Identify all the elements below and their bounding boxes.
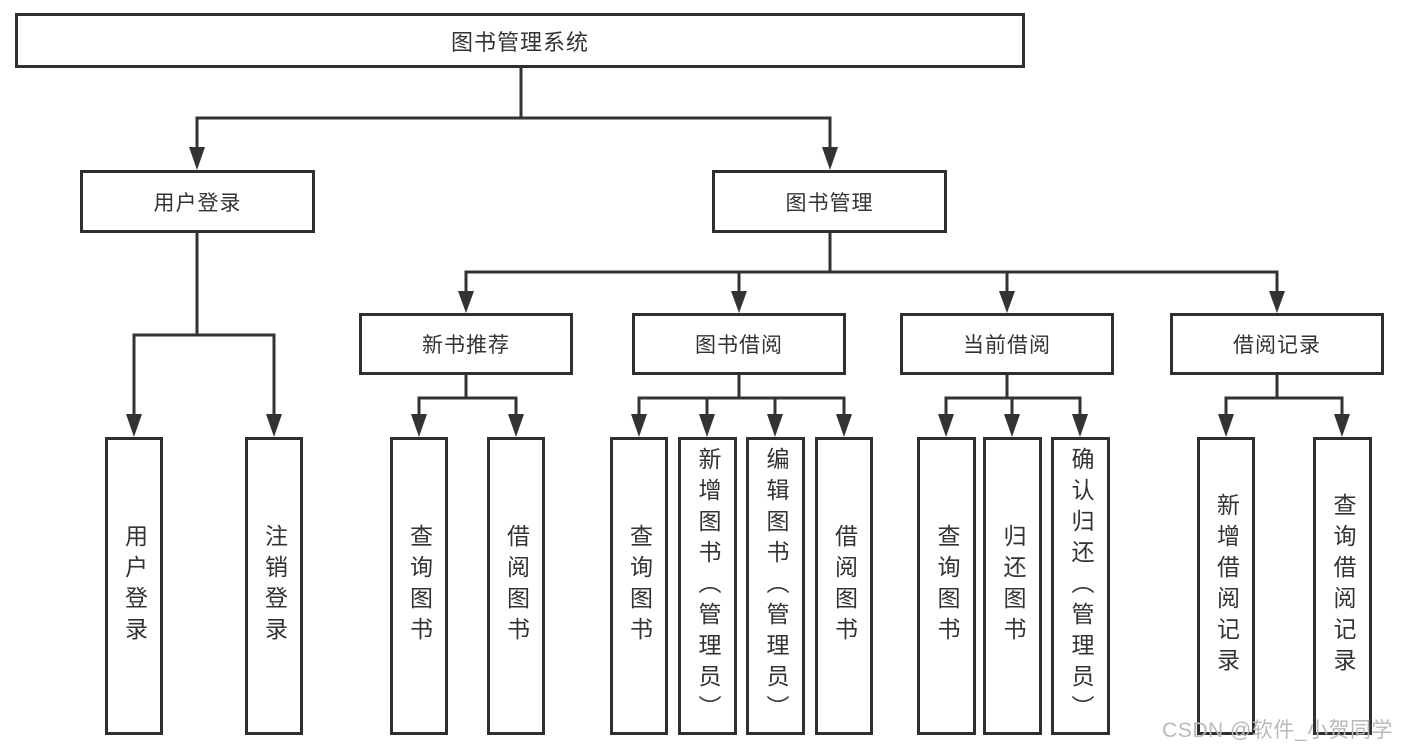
- node-label: 新增借阅记录: [1213, 493, 1240, 679]
- node-label: 归还图书: [1000, 524, 1026, 648]
- leaf-user-login: 用户登录: [105, 437, 163, 735]
- node-label: 用户登录: [153, 191, 242, 215]
- node-label: 图书管理: [785, 191, 874, 215]
- leaf-query-books-borrow: 查询图书: [610, 437, 668, 735]
- leaf-borrow-books-2: 借阅图书: [815, 437, 873, 735]
- leaf-add-borrow-record: 新增借阅记录: [1197, 437, 1255, 735]
- node-label: 当前借阅: [963, 334, 1051, 357]
- leaf-query-books-recommend: 查询图书: [390, 437, 448, 735]
- leaf-return-book: 归还图书: [983, 437, 1042, 735]
- node-library-management-system: 图书管理系统: [15, 13, 1025, 68]
- node-label: 查询图书: [626, 524, 653, 648]
- leaf-borrow-books-recommend: 借阅图书: [487, 437, 545, 735]
- node-borrow-records: 借阅记录: [1170, 313, 1384, 375]
- node-label: 新书推荐: [422, 334, 510, 357]
- node-current-borrow: 当前借阅: [900, 313, 1114, 375]
- node-label: 借阅图书: [503, 524, 530, 648]
- leaf-query-books-current: 查询图书: [917, 437, 976, 735]
- node-label: 借阅图书: [831, 524, 858, 648]
- node-label: 图书借阅: [695, 334, 783, 357]
- leaf-logout: 注销登录: [245, 437, 303, 735]
- node-label: 查询图书: [406, 524, 433, 648]
- node-book-management: 图书管理: [712, 170, 947, 233]
- csdn-watermark: CSDN @软件_小贺同学: [1162, 719, 1393, 742]
- leaf-query-borrow-record: 查询借阅记录: [1313, 437, 1372, 735]
- node-label: 图书管理系统: [450, 29, 589, 55]
- node-label: 注销登录: [261, 524, 288, 648]
- node-new-book-recommend: 新书推荐: [359, 313, 573, 375]
- leaf-confirm-return-admin: 确认归还（管理员）: [1051, 437, 1110, 735]
- node-book-borrow: 图书借阅: [632, 313, 846, 375]
- leaf-add-book-admin: 新增图书（管理员）: [678, 437, 737, 735]
- node-user-login: 用户登录: [80, 170, 315, 233]
- node-label: 借阅记录: [1233, 334, 1321, 357]
- leaf-edit-book-admin: 编辑图书（管理员）: [746, 437, 805, 735]
- node-label: 查询借阅记录: [1330, 493, 1356, 679]
- node-label: 编辑图书（管理员）: [763, 446, 789, 726]
- node-label: 查询图书: [934, 524, 960, 648]
- node-label: 用户登录: [121, 524, 148, 648]
- node-label: 确认归还（管理员）: [1068, 446, 1094, 726]
- node-label: 新增图书（管理员）: [695, 446, 721, 726]
